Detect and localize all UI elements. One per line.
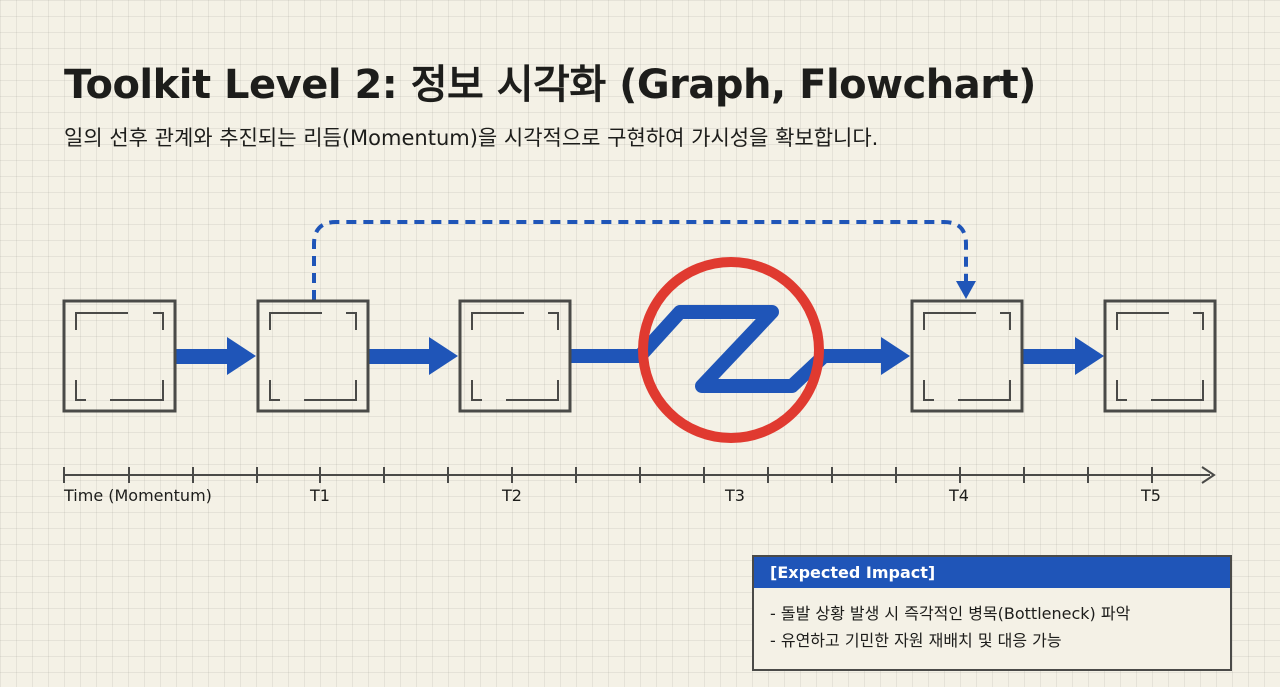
step-box-start — [62, 299, 177, 413]
impact-item: - 유연하고 기민한 자원 재배치 및 대응 가능 — [770, 631, 1062, 650]
skip-link-dashed-arrow — [312, 220, 968, 300]
step-box-t1 — [256, 299, 370, 413]
bottleneck-circle — [638, 257, 824, 443]
timeline-tick-t4: T4 — [949, 486, 969, 505]
timeline-tick-t5: T5 — [1141, 486, 1161, 505]
expected-impact-list: - 돌발 상황 발생 시 즉각적인 병목(Bottleneck) 파악 - 유연… — [754, 588, 1230, 654]
timeline-tick-t2: T2 — [502, 486, 522, 505]
flow-arrow-5 — [1022, 337, 1104, 375]
flow-arrow-4 — [881, 337, 910, 375]
expected-impact-heading: [Expected Impact] — [754, 557, 1230, 588]
step-box-t2 — [458, 299, 572, 413]
step-box-t5 — [1103, 299, 1217, 413]
timeline-tick-t1: T1 — [310, 486, 330, 505]
page-subtitle: 일의 선후 관계와 추진되는 리듬(Momentum)을 시각적으로 구현하여 … — [64, 126, 879, 150]
flow-arrow-2 — [368, 337, 458, 375]
page-title: Toolkit Level 2: 정보 시각화 (Graph, Flowchar… — [64, 62, 1036, 108]
step-box-t4 — [910, 299, 1024, 413]
timeline-axis-label: Time (Momentum) — [64, 486, 212, 505]
flow-arrow-1 — [176, 337, 256, 375]
timeline-tick-t3: T3 — [725, 486, 745, 505]
expected-impact-panel: [Expected Impact] - 돌발 상황 발생 시 즉각적인 병목(B… — [752, 555, 1232, 671]
bottleneck-tangled-path — [570, 305, 884, 393]
impact-item: - 돌발 상황 발생 시 즉각적인 병목(Bottleneck) 파악 — [770, 604, 1131, 623]
timeline-axis — [63, 466, 1216, 484]
skip-link-arrowhead — [956, 281, 976, 299]
